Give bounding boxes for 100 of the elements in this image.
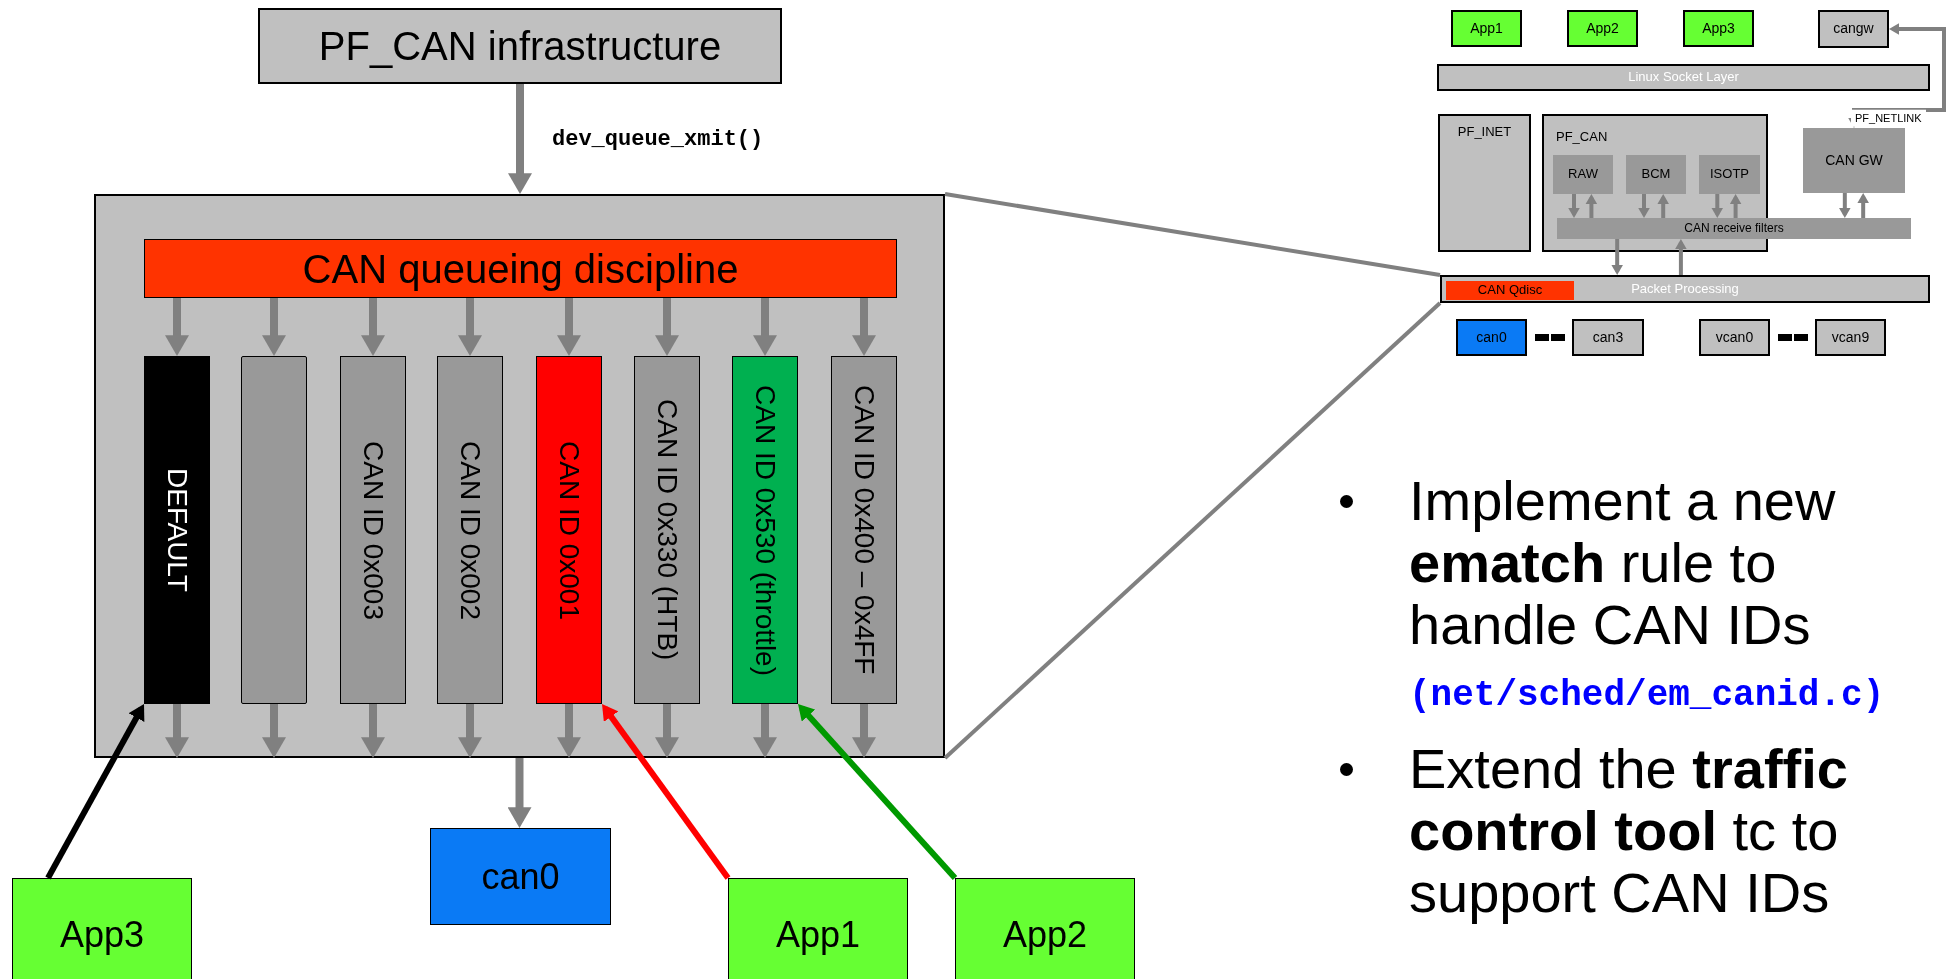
interface-box: [430, 828, 611, 925]
arrow: [361, 298, 385, 356]
arrow: [1638, 194, 1650, 218]
box-label: CAN ID 0x003: [356, 440, 390, 620]
qdisc-bar: [1446, 281, 1574, 300]
arrow: [165, 704, 189, 758]
application-box: [728, 878, 908, 979]
queue-column: [732, 356, 798, 704]
application-box: [1451, 10, 1522, 47]
box-label: App2: [1586, 19, 1619, 38]
queue-column: [144, 356, 210, 704]
layer-bar: [1437, 64, 1930, 91]
arrow: [852, 298, 876, 356]
box-label: PF_INET: [1457, 124, 1512, 141]
infrastructure-box: [258, 8, 782, 84]
application-box: [12, 878, 192, 979]
box-label: CAN ID 0x001: [552, 440, 586, 620]
box-label: App1: [1470, 19, 1503, 38]
module-box: [1553, 155, 1613, 194]
box-label: CAN ID 0x400 – 0x4FF: [847, 385, 881, 675]
file-path: (net/sched/em_canid.c): [1409, 674, 1885, 718]
interface-box: [1456, 319, 1527, 356]
application-box: [1567, 10, 1638, 47]
queue-column: [340, 356, 406, 704]
arrow: [45, 704, 145, 880]
queue-column: [437, 356, 503, 704]
box-label: App2: [1002, 912, 1088, 957]
connector-line: [943, 301, 1442, 760]
queue-column: [634, 356, 700, 704]
bullet-text: Extend the traffic control tool tc to support CAN IDs: [1409, 738, 1849, 924]
box-label: CAN Qdisc: [1477, 282, 1543, 299]
interface-box: [1815, 319, 1886, 356]
application-box: [1683, 10, 1754, 47]
filter-bar: [1557, 218, 1911, 239]
box-label: can0: [1476, 328, 1507, 347]
arrow: [557, 298, 581, 356]
arrow: [557, 704, 581, 758]
box-label: CAN receive filters: [1684, 221, 1784, 236]
interface-box: [1572, 319, 1644, 356]
arrow: [753, 298, 777, 356]
queue-column: [241, 356, 307, 704]
arrow: [1611, 239, 1624, 275]
arrow: [361, 704, 385, 758]
box-label: BCM: [1641, 166, 1671, 183]
arrow: [1838, 193, 1851, 218]
arrow: [1857, 193, 1870, 218]
arrow: [1585, 194, 1598, 218]
arrow: [655, 298, 679, 356]
processing-bar: [1440, 275, 1930, 303]
box-label: CAN queueing discipline: [302, 245, 739, 293]
qdisc-bar: [144, 239, 897, 298]
box-label: vcan9: [1831, 328, 1870, 347]
box-label: App3: [59, 912, 145, 957]
arrow: [753, 704, 777, 758]
application-box: [955, 878, 1135, 979]
interface-box: [1699, 319, 1770, 356]
arrow: [508, 84, 532, 194]
tool-box: [1818, 10, 1889, 48]
arrow: [262, 704, 286, 758]
arrow: [1729, 194, 1742, 218]
box-label: CAN ID 0x330 (HTB): [650, 399, 684, 661]
bullet-text: Implement a new ematch rule to handle CAN IDs: [1409, 470, 1837, 656]
arrow: [852, 704, 876, 758]
box-label: Linux Socket Layer: [1628, 69, 1739, 86]
arrow: [507, 758, 532, 828]
box-label: CAN GW: [1825, 151, 1883, 170]
box-label: DEFAULT: [160, 468, 194, 592]
arrow: [458, 704, 482, 758]
arrow: [798, 704, 958, 880]
arrow: [602, 704, 731, 880]
box-label: vcan0: [1715, 328, 1754, 347]
arrow: [1657, 194, 1670, 218]
arrow: [655, 704, 679, 758]
module-box: [1699, 155, 1760, 194]
box-label: can3: [1592, 328, 1624, 347]
box-label: ISOTP: [1710, 166, 1749, 183]
box-label: Packet Processing: [1631, 280, 1739, 298]
queue-column: [831, 356, 897, 704]
box-label: PF_CAN: [1556, 129, 1608, 144]
protocol-box: [1438, 114, 1531, 252]
arrow: [165, 298, 189, 356]
box-label: cangw: [1833, 20, 1874, 38]
arrow: [262, 298, 286, 356]
box-label: can0: [481, 855, 560, 899]
connector-line: [944, 192, 1441, 277]
box-label: App1: [775, 912, 861, 957]
queue-column: [536, 356, 602, 704]
module-box: [1626, 155, 1686, 194]
box-label: CAN ID 0x530 (throttle): [748, 384, 782, 676]
box-label: PF_CAN infrastructure: [318, 23, 722, 70]
arrow: [458, 298, 482, 356]
edge-label: PF_NETLINK: [1851, 109, 1926, 127]
arrow: [1711, 194, 1724, 218]
container-box: [94, 194, 945, 758]
arrow: [1674, 239, 1687, 275]
arrow: [1568, 194, 1580, 218]
gateway-box: [1803, 128, 1905, 193]
box-label: CAN ID 0x002: [453, 440, 487, 620]
box-label: RAW: [1568, 166, 1598, 183]
box-label: App3: [1702, 19, 1735, 38]
